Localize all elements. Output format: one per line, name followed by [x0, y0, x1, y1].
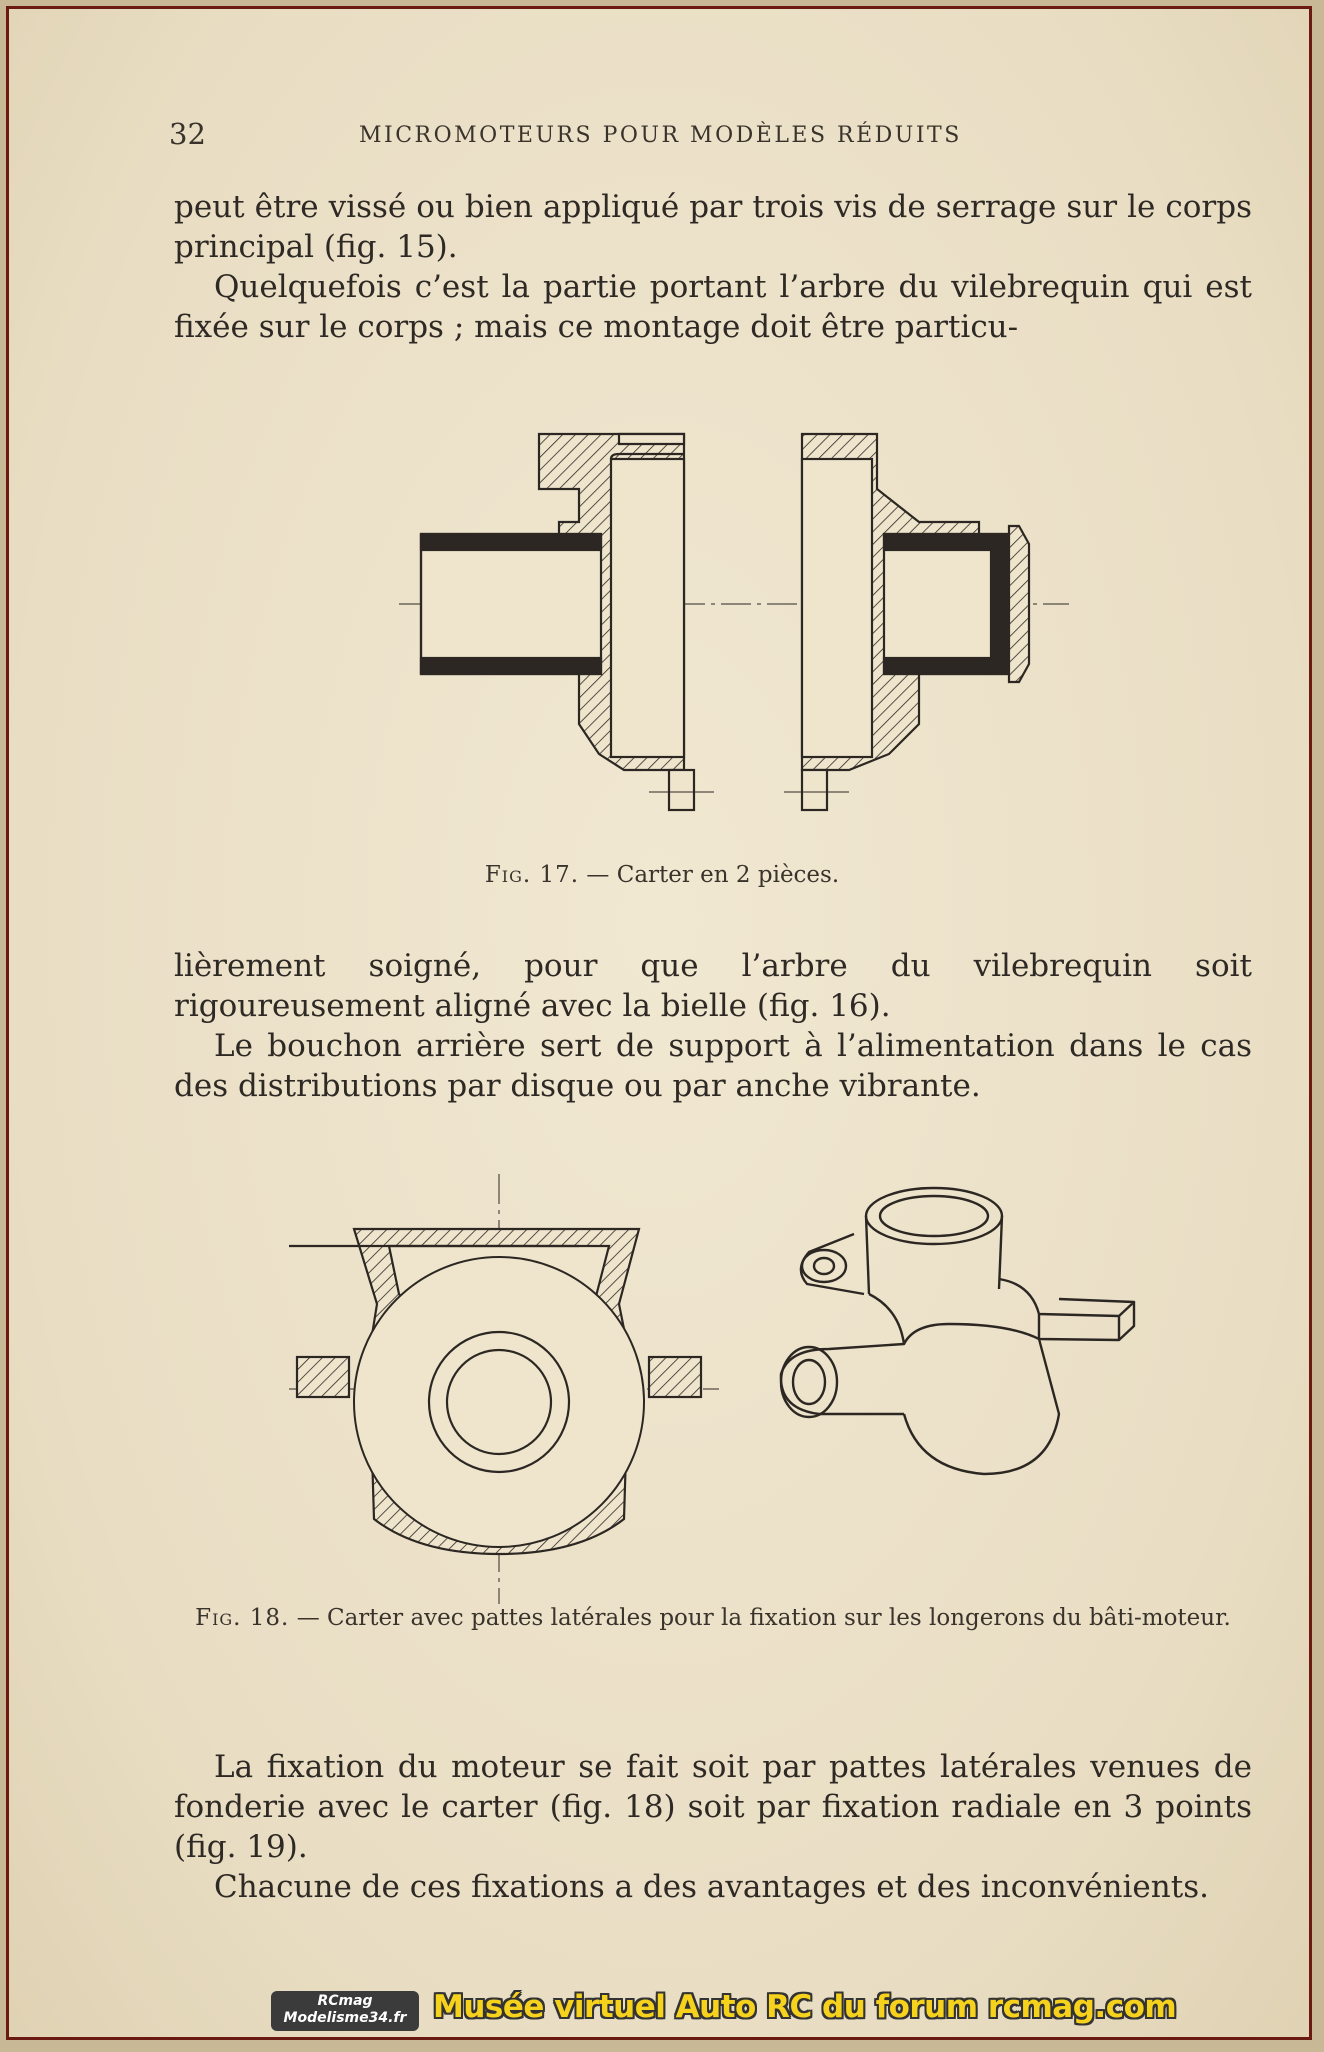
rcmag-logo: RCmag Modelisme34.fr: [271, 1991, 419, 2031]
site-banner: RCmag Modelisme34.fr Musée virtuel Auto …: [9, 1989, 1309, 2033]
figure-18-label: Fig. 18.: [195, 1605, 290, 1631]
page-number: 32: [169, 117, 206, 151]
figure-18-perspective-drawing: [779, 1186, 1136, 1476]
figure-17-drawing: [399, 432, 1069, 812]
running-title: MICROMOTEURS POUR MODÈLES RÉDUITS: [359, 123, 962, 148]
running-header: 32 MICROMOTEURS POUR MODÈLES RÉDUITS: [169, 117, 1069, 153]
paragraph-6: Chacune de ces fixations a des avantages…: [214, 1869, 1209, 1905]
paragraph-2: Quelquefois c’est la partie portant l’ar…: [174, 269, 1252, 345]
figure-18-section-drawing: [289, 1174, 719, 1604]
figure-17-caption: Fig. 17. — Carter en 2 pièces.: [9, 859, 1309, 891]
book-page: 32 MICROMOTEURS POUR MODÈLES RÉDUITS peu…: [6, 6, 1312, 2040]
figure-17-caption-text: — Carter en 2 pièces.: [586, 862, 840, 888]
figure-17-label: Fig. 17.: [484, 862, 580, 888]
banner-text: Musée virtuel Auto RC du forum rcmag.com: [433, 1989, 1177, 2025]
paragraph-1: peut être vissé ou bien appliqué par tro…: [174, 189, 1252, 265]
paragraph-3: lièrement soigné, pour que l’arbre du vi…: [174, 948, 1252, 1024]
paragraph-4: Le bouchon arrière sert de support à l’a…: [174, 1028, 1252, 1104]
figure-18-caption-text: — Carter avec pattes latérales pour la f…: [296, 1605, 1231, 1631]
figure-18-caption: Fig. 18. — Carter avec pattes latérales …: [174, 1602, 1252, 1634]
logo-top-text: RCmag: [317, 1993, 373, 2009]
paragraph-5: La fixation du moteur se fait soit par p…: [174, 1749, 1252, 1865]
logo-bottom-text: Modelisme34.fr: [283, 2010, 407, 2026]
